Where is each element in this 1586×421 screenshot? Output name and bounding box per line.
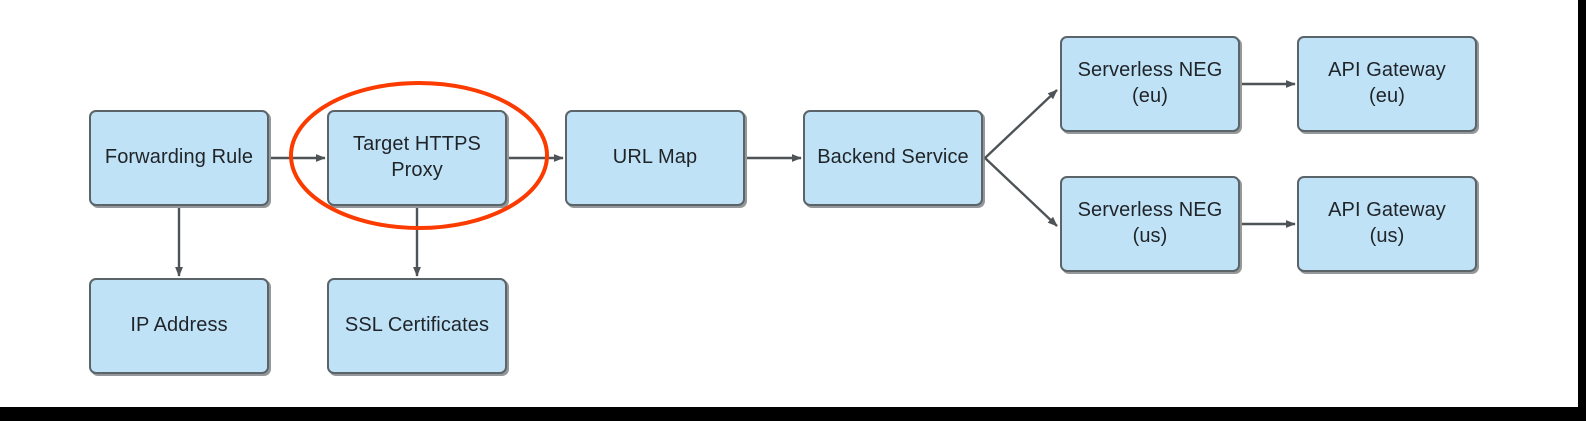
node-label-serverless-neg-us: Serverless NEG (us) bbox=[1077, 199, 1223, 247]
frame-right-bar bbox=[1578, 0, 1586, 421]
node-label-target-https-proxy: Target HTTPS Proxy bbox=[353, 133, 481, 181]
node-serverless-neg-us[interactable]: Serverless NEG (us) bbox=[1060, 176, 1240, 272]
node-ssl-certificates[interactable]: SSL Certificates bbox=[327, 278, 507, 374]
node-label-backend-service: Backend Service bbox=[817, 146, 969, 169]
node-label-ssl-certificates: SSL Certificates bbox=[344, 314, 490, 337]
node-url-map[interactable]: URL Map bbox=[565, 110, 745, 206]
node-label-url-map: URL Map bbox=[612, 146, 698, 169]
node-serverless-neg-eu[interactable]: Serverless NEG (eu) bbox=[1060, 36, 1240, 132]
node-forwarding-rule[interactable]: Forwarding Rule bbox=[89, 110, 269, 206]
node-label-serverless-neg-eu: Serverless NEG (eu) bbox=[1077, 59, 1223, 107]
edge-backend-service-to-serverless-neg-eu bbox=[984, 89, 1058, 159]
node-backend-service[interactable]: Backend Service bbox=[803, 110, 983, 206]
node-label-api-gateway-us: API Gateway (us) bbox=[1328, 199, 1446, 247]
node-ip-address[interactable]: IP Address bbox=[89, 278, 269, 374]
node-api-gateway-eu[interactable]: API Gateway (eu) bbox=[1297, 36, 1477, 132]
frame-bottom-bar bbox=[0, 407, 1586, 421]
edge-backend-service-to-serverless-neg-us bbox=[984, 157, 1058, 227]
node-label-api-gateway-eu: API Gateway (eu) bbox=[1328, 59, 1446, 107]
node-api-gateway-us[interactable]: API Gateway (us) bbox=[1297, 176, 1477, 272]
node-label-forwarding-rule: Forwarding Rule bbox=[104, 146, 254, 169]
node-label-ip-address: IP Address bbox=[130, 314, 228, 337]
node-target-https-proxy[interactable]: Target HTTPS Proxy bbox=[327, 110, 507, 206]
